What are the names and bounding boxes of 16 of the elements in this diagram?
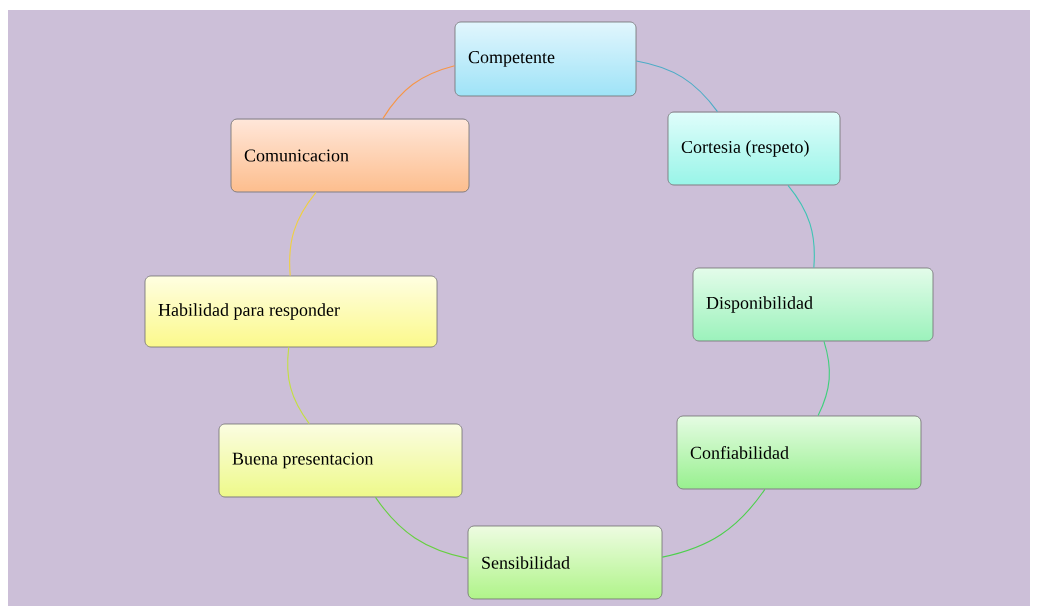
process-box: Competente: [454, 21, 637, 97]
connector-arc: [635, 60, 718, 113]
connector-arc: [661, 488, 766, 558]
connector-arc: [382, 65, 456, 120]
connector-arc: [374, 496, 469, 559]
process-box: Disponibilidad: [692, 267, 934, 342]
connector-arc: [817, 340, 830, 417]
connector-arc: [287, 346, 310, 425]
process-box: Buena presentacion: [218, 423, 463, 498]
connector-arc: [289, 191, 317, 277]
process-box: Cortesia (respeto): [667, 111, 841, 186]
process-box: Confiabilidad: [676, 415, 922, 490]
process-box: Comunicacion: [230, 118, 470, 193]
connector-arc: [787, 184, 815, 269]
process-box: Sensibilidad: [467, 525, 663, 600]
process-box: Habilidad para responder: [144, 275, 438, 348]
